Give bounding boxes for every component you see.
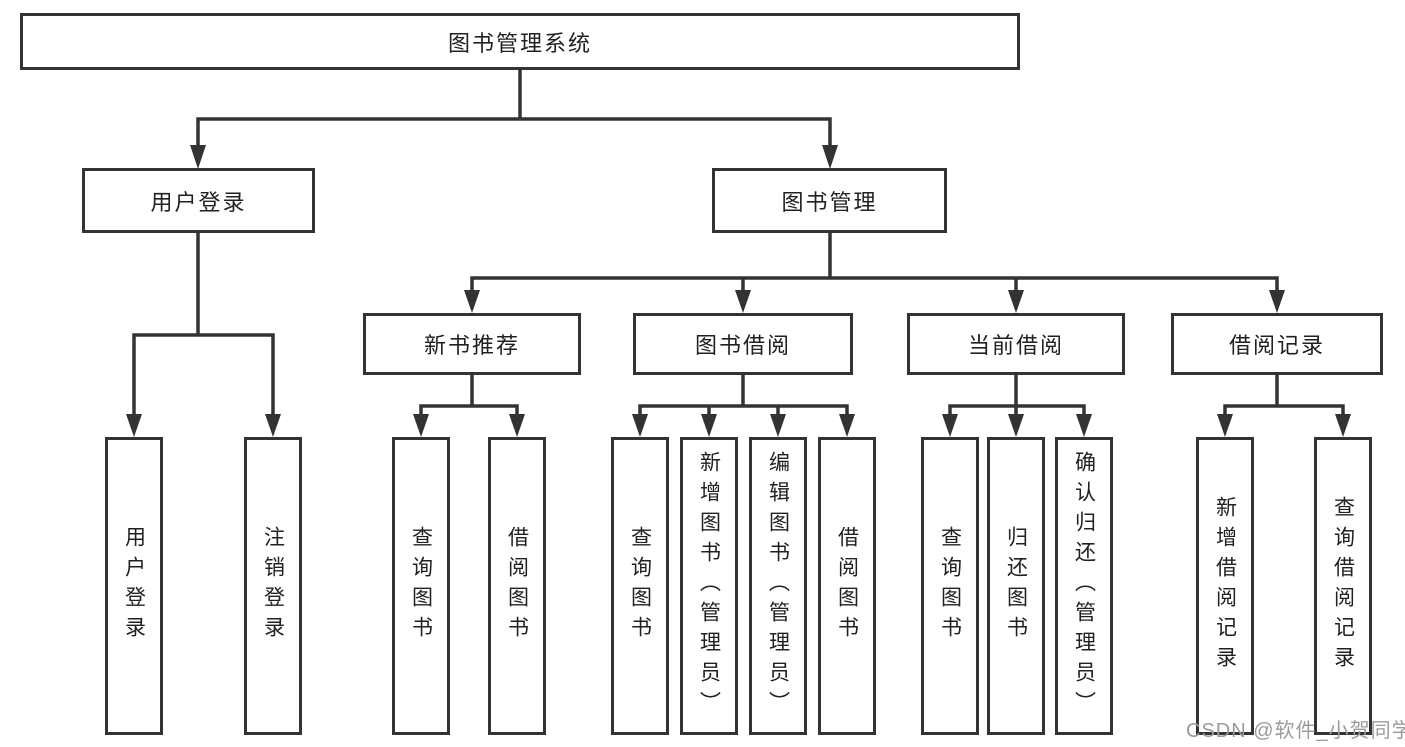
leaf-return-books: 归还图书 (987, 437, 1045, 735)
leaf-query-borrow-record: 查询借阅记录 (1314, 437, 1372, 735)
leaf-query-books-borrowing: 查询图书 (611, 437, 669, 735)
node-current-borrowing: 当前借阅 (907, 313, 1125, 375)
leaf-query-books-current: 查询图书 (921, 437, 979, 735)
leaf-borrow-books-recommend: 借阅图书 (488, 437, 546, 735)
node-borrowing-records: 借阅记录 (1171, 313, 1383, 375)
leaf-confirm-return-admin: 确认归还（管理员） (1055, 437, 1113, 735)
leaf-add-borrow-record: 新增借阅记录 (1196, 437, 1254, 735)
node-book-management: 图书管理 (712, 168, 947, 233)
watermark: CSDN @软件_小贺同学 (1186, 720, 1405, 742)
node-book-borrowing: 图书借阅 (633, 313, 853, 375)
node-user-login-branch: 用户登录 (82, 168, 315, 233)
leaf-borrow-books-borrowing: 借阅图书 (818, 437, 876, 735)
node-book-management-system: 图书管理系统 (20, 13, 1020, 70)
leaf-logout: 注销登录 (244, 437, 302, 735)
leaf-edit-book-admin: 编辑图书（管理员） (749, 437, 807, 735)
leaf-query-books-recommend: 查询图书 (392, 437, 450, 735)
node-new-book-recommend: 新书推荐 (363, 313, 581, 375)
leaf-add-book-admin: 新增图书（管理员） (680, 437, 738, 735)
leaf-user-login: 用户登录 (105, 437, 163, 735)
